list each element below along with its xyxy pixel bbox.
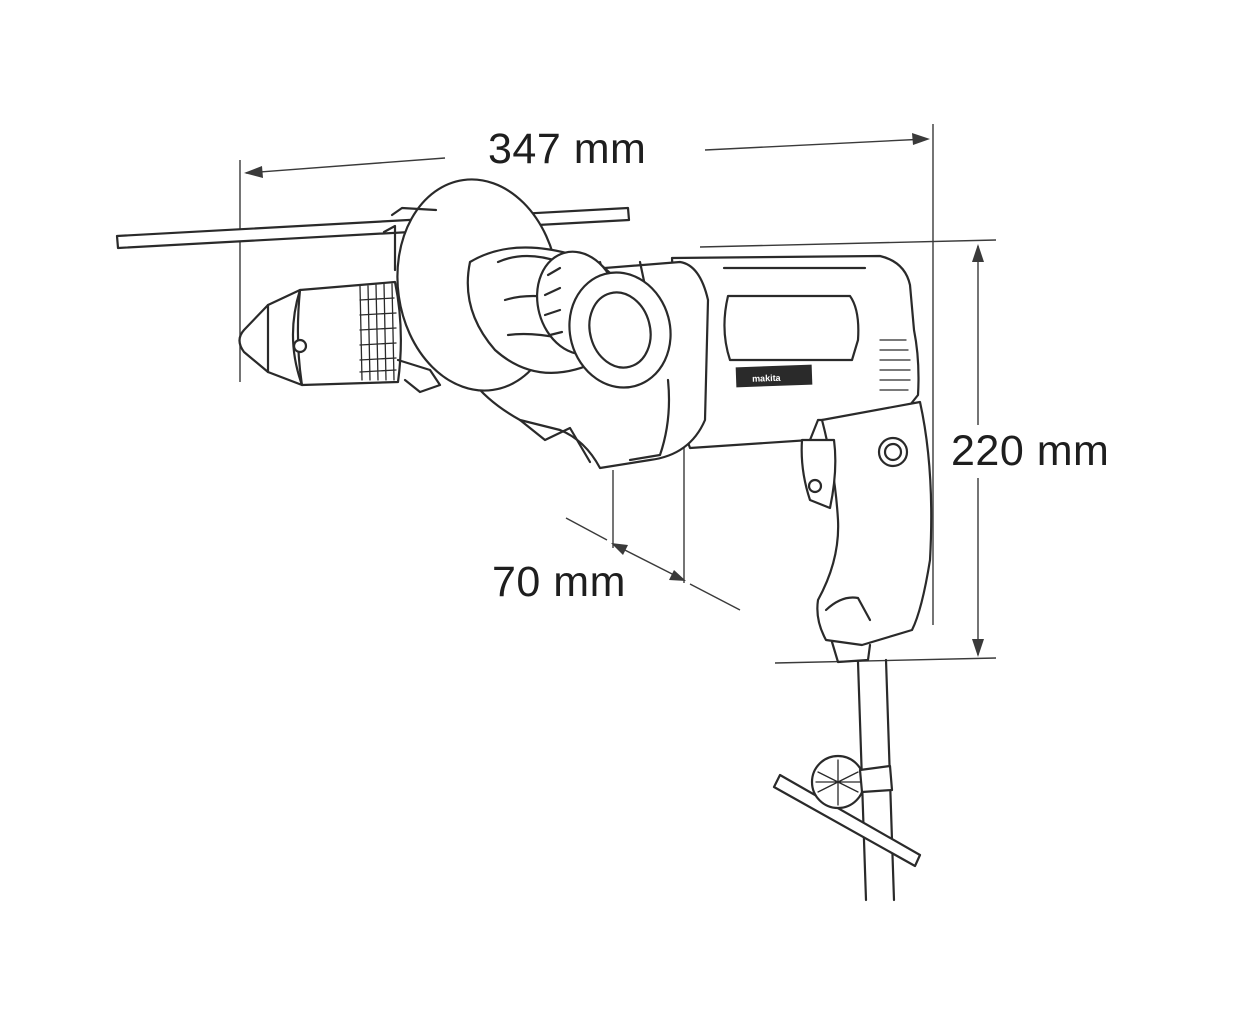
dimension-lines [239, 124, 997, 664]
brand-logo: makita [752, 373, 782, 384]
drill-icon: makita [115, 178, 933, 902]
chuck-key-icon [772, 754, 922, 868]
depth-rod [115, 206, 631, 250]
depth-dimension-label: 70 mm [486, 561, 632, 604]
height-dimension-label: 220 mm [945, 430, 1116, 473]
chuck [238, 280, 442, 394]
length-dimension-label: 347 mm [482, 128, 653, 171]
side-handle-icon [382, 178, 672, 392]
